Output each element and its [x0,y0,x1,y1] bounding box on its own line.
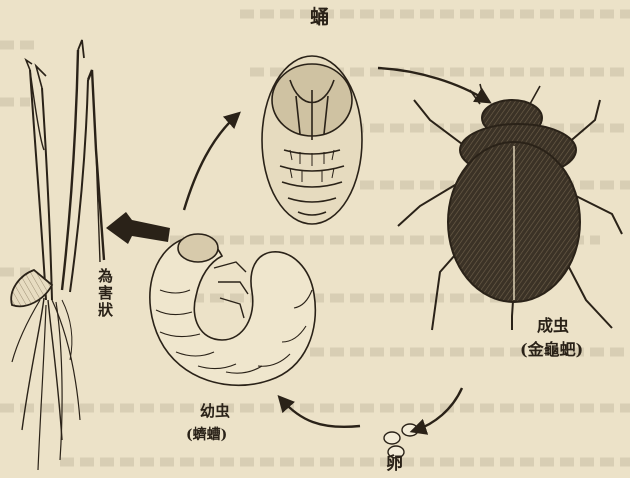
larva-alias-label: (蠐螬) [186,428,227,442]
larva-label: 幼虫 [200,404,230,419]
pupa-label: 蛹 [310,8,329,27]
arrow-larva-to-pupa [184,116,236,210]
eggs-drawing [384,424,418,458]
egg-label: 卵 [386,456,403,473]
adult-alias-label: (金龜蚆) [520,342,583,358]
adult-label: 成虫 [537,318,569,334]
larva-drawing [150,234,315,385]
damage-label: 為害狀 [97,268,112,319]
pupa-drawing [262,56,362,224]
adult-beetle-drawing [398,84,622,330]
arrow-larva-to-damage [106,212,170,244]
